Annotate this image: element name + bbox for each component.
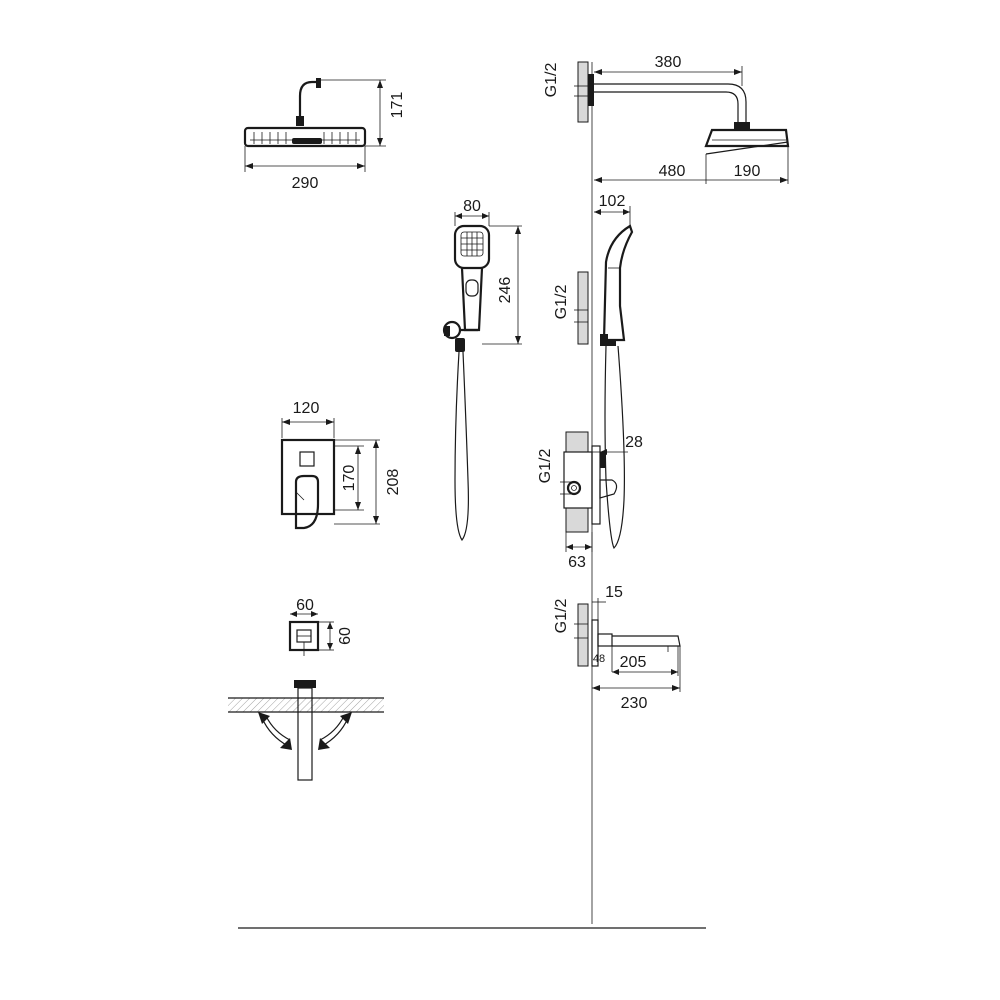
mixer-depth-label: 28 bbox=[625, 434, 643, 451]
spout-plate-front-view: 60 60 bbox=[288, 597, 354, 656]
shower-nozzle-row bbox=[250, 132, 360, 144]
mixer-body-side-view: G1/2 28 63 bbox=[537, 431, 643, 571]
mixer-plate-width-label: 120 bbox=[293, 400, 320, 417]
spout-swivel-view bbox=[228, 680, 384, 781]
swivel-left-arrow bbox=[258, 712, 292, 750]
overhead-height-label: 171 bbox=[389, 92, 406, 119]
overhead-head-size-label: 190 bbox=[734, 163, 761, 180]
hand-shower-thread-label: G1/2 bbox=[553, 285, 570, 320]
hand-shower-width-label: 80 bbox=[463, 198, 481, 215]
overhead-projection-label: 480 bbox=[659, 163, 686, 180]
mixer-plate-height-label: 208 bbox=[385, 469, 402, 496]
spout-plate-width-label: 60 bbox=[296, 597, 314, 614]
spout-thread-label: G1/2 bbox=[553, 599, 570, 634]
mixer-plate-front-view: 120 170 208 bbox=[280, 400, 402, 530]
overhead-shower-side-view: G1/2 380 480 190 bbox=[543, 54, 790, 184]
overhead-shower-front-view: 171 290 bbox=[243, 78, 406, 192]
overhead-arm-length-label: 380 bbox=[655, 54, 682, 71]
spout-reach-label: 205 bbox=[620, 654, 647, 671]
mixer-inner-height-label: 170 bbox=[341, 465, 358, 492]
spout-plate-depth-label: 15 bbox=[605, 584, 623, 601]
swivel-right-arrow bbox=[318, 712, 352, 750]
spout-total-label: 230 bbox=[621, 695, 648, 712]
hand-shower-spray-grid bbox=[460, 231, 484, 257]
mixer-body-depth-label: 63 bbox=[568, 554, 586, 571]
hand-shower-front-view: 80 246 bbox=[442, 198, 522, 542]
hand-shower-length-label: 246 bbox=[497, 277, 514, 304]
mixer-thread-label: G1/2 bbox=[537, 449, 554, 484]
spout-base-label: 48 bbox=[593, 653, 605, 665]
spout-side-view: G1/2 15 48 205 230 bbox=[553, 584, 681, 712]
hand-shower-projection-label: 102 bbox=[599, 193, 626, 210]
hand-shower-side-view: G1/2 102 bbox=[553, 193, 634, 550]
spout-plate-height-label: 60 bbox=[337, 627, 354, 645]
overhead-width-label: 290 bbox=[292, 175, 319, 192]
overhead-thread-label: G1/2 bbox=[543, 63, 560, 98]
